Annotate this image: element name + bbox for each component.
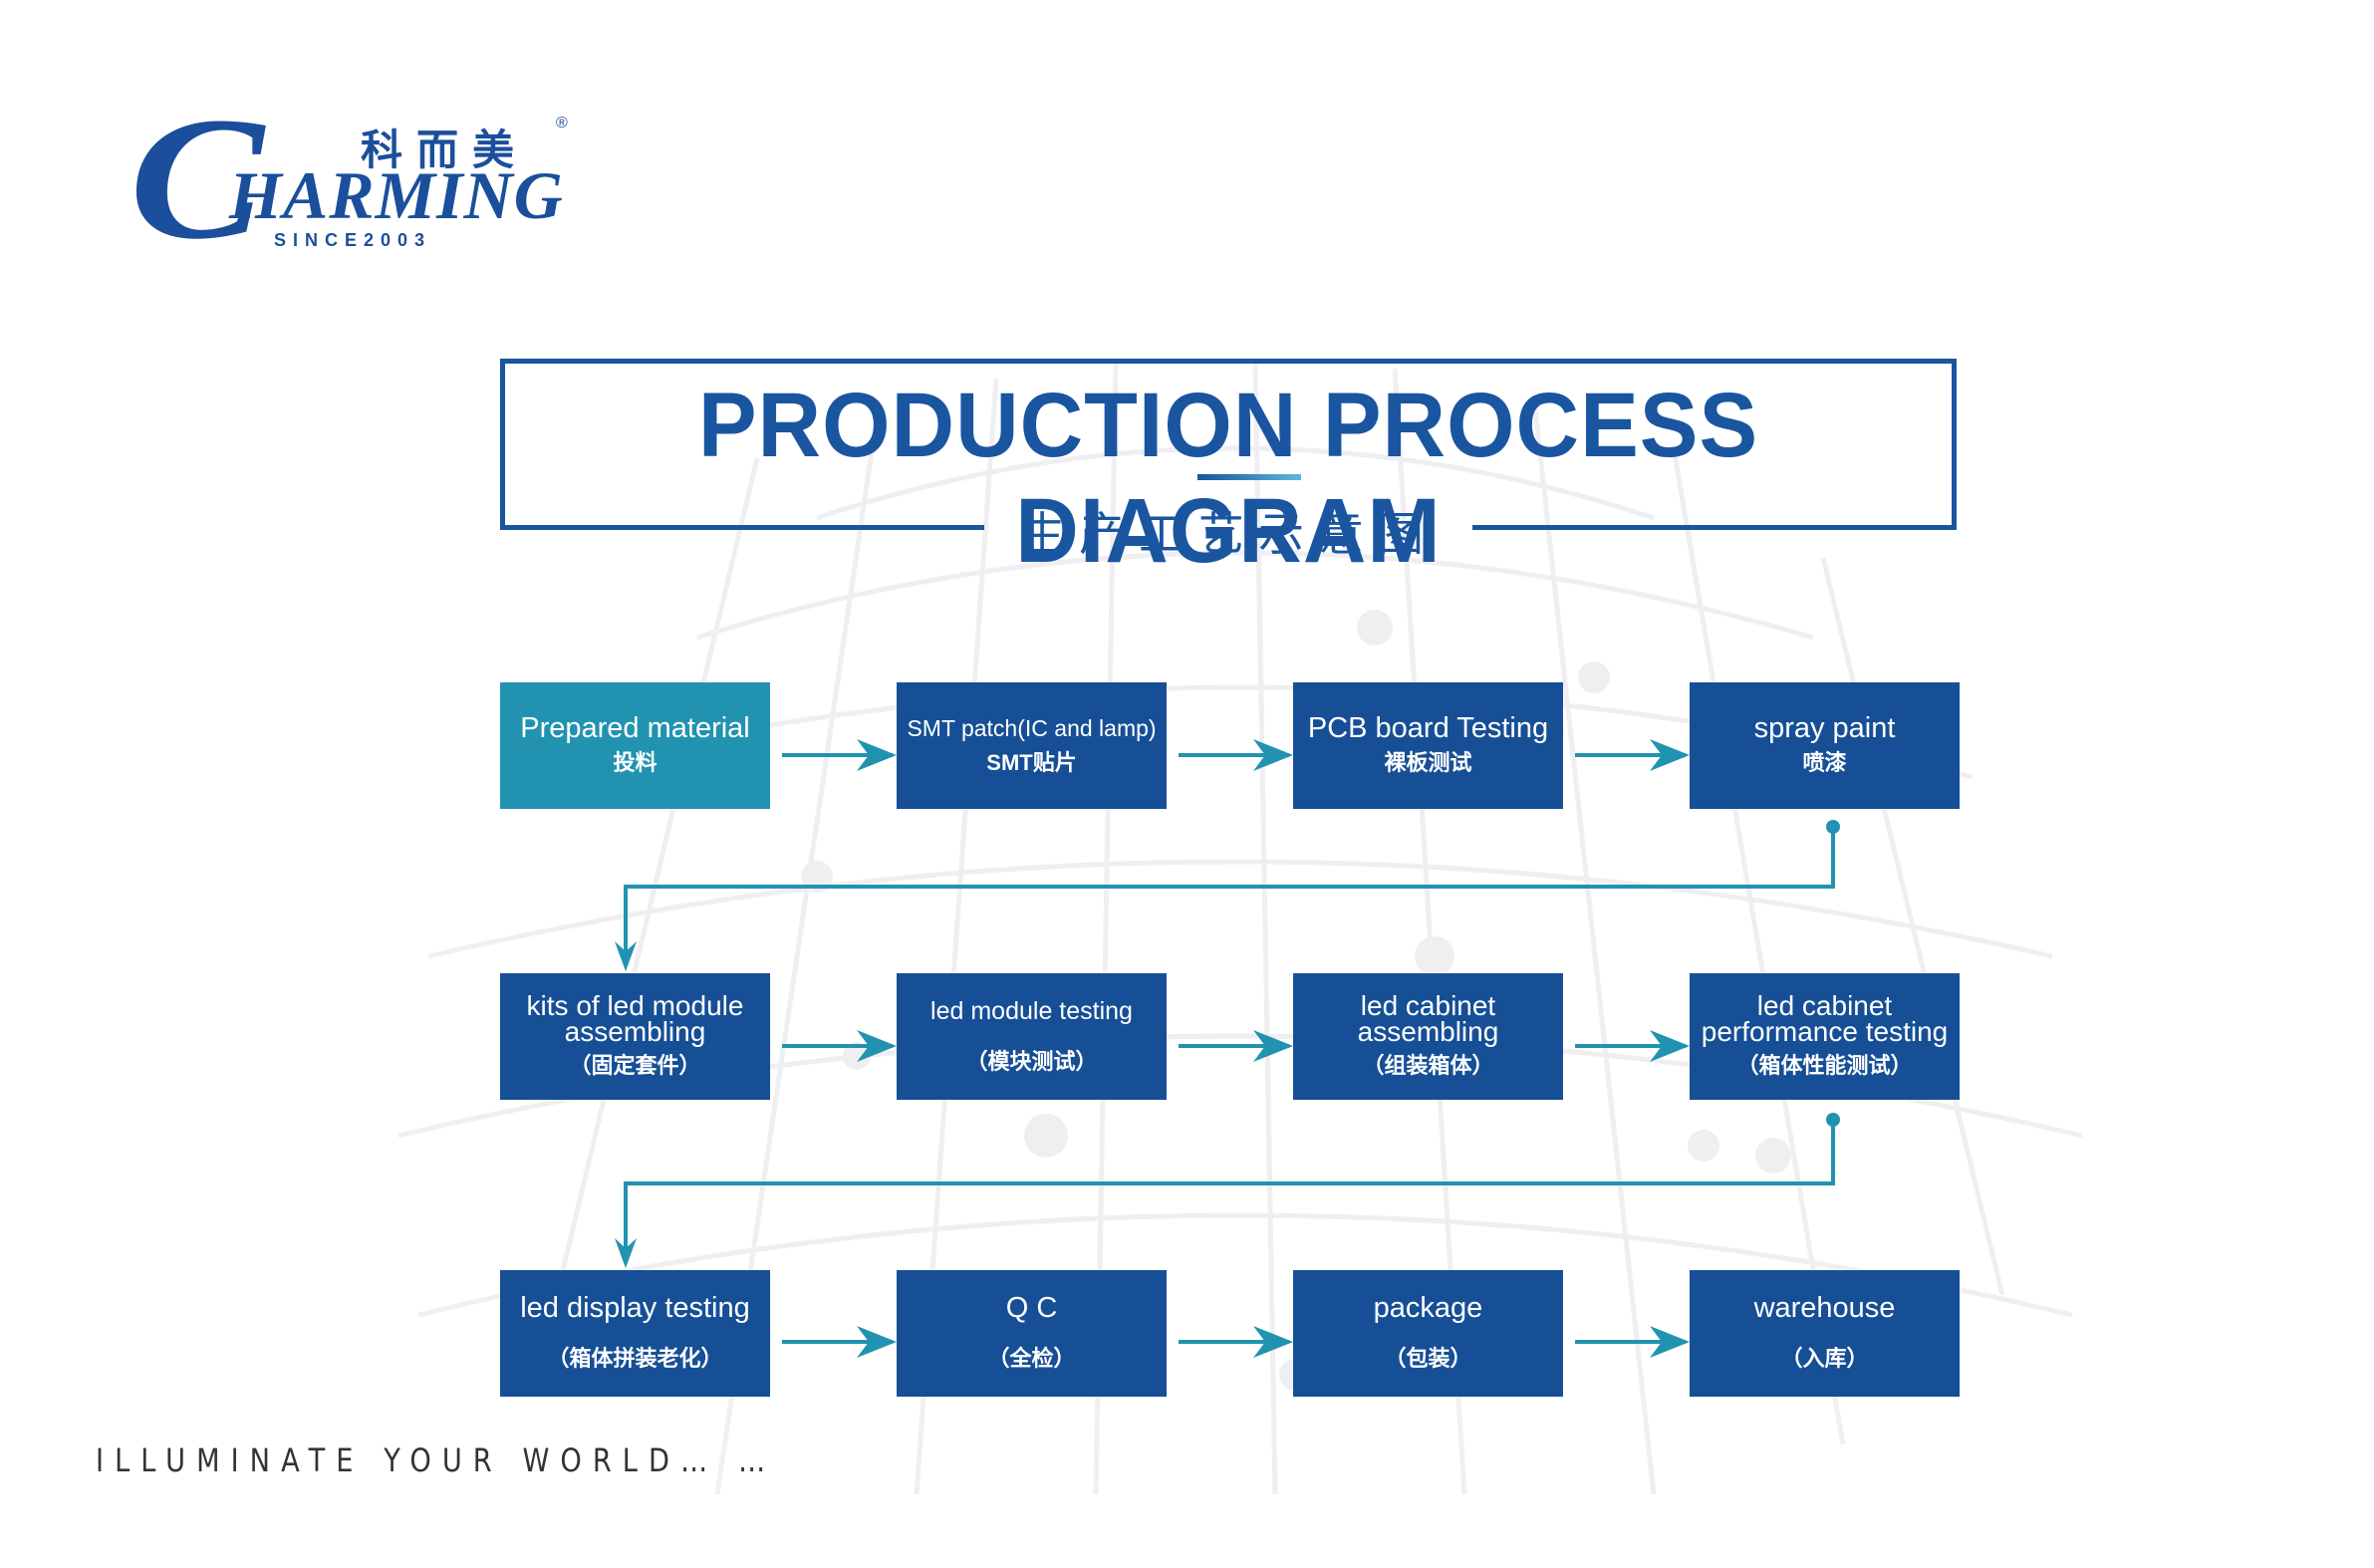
step-label-en: led cabinet assembling [1357, 989, 1499, 1047]
step-label-cn: （包装） [1384, 1345, 1472, 1371]
step-label-cn: （全检） [987, 1345, 1076, 1371]
step-spray-paint: spray paint 喷漆 [1690, 682, 1960, 809]
step-package: package （包装） [1293, 1270, 1563, 1397]
logo-wordmark: HARMING [229, 157, 564, 233]
step-label-en: kits of led module assembling [526, 989, 744, 1047]
flow-arrows [782, 739, 1690, 1358]
step-label-cn: SMT贴片 [986, 749, 1077, 775]
step-led-cabinet-performance-testing: led cabinet performance testing （箱体性能测试） [1690, 973, 1960, 1100]
frame-border-bottom-right [1472, 525, 1957, 530]
step-label-en: Prepared material [520, 711, 750, 744]
step-label-cn: （固定套件） [569, 1052, 701, 1078]
step-warehouse: warehouse （入库） [1690, 1270, 1960, 1397]
slogan: ILLUMINATE YOUR WORLD… … [96, 1441, 777, 1479]
step-led-display-testing: led display testing （箱体拼装老化） [500, 1270, 770, 1397]
step-led-module-testing: led module testing （模块测试） [897, 973, 1167, 1100]
page-subtitle-cn: 生产工艺示意图 [1019, 507, 1438, 561]
title-accent-bar [1197, 474, 1301, 480]
frame-border-left [500, 359, 505, 530]
title-frame: PRODUCTION PROCESS DIAGRAM 生产工艺示意图 [500, 359, 1957, 582]
step-label-cn: （入库） [1780, 1345, 1869, 1371]
down-arrow-head [615, 1238, 637, 1268]
step-label-cn: （箱体性能测试） [1736, 1052, 1913, 1078]
registered-mark: ® [556, 115, 568, 131]
wrap-connector-2 [615, 1113, 1840, 1268]
step-kits-led-module-assembling: kits of led module assembling （固定套件） [500, 973, 770, 1100]
charming-logo: C HARMING 科而美 ® SINCE2003 [130, 82, 568, 276]
step-label-en: SMT patch(IC and lamp) [907, 714, 1157, 741]
step-label-cn: （组装箱体） [1362, 1052, 1494, 1078]
step-label-cn: 裸板测试 [1384, 749, 1472, 775]
step-label-en: PCB board Testing [1307, 711, 1549, 744]
step-label-en: led display testing [520, 1291, 750, 1324]
wrap-connector-1 [615, 820, 1840, 971]
logo-since: SINCE2003 [274, 230, 432, 250]
step-label-en: spray paint [1753, 711, 1896, 744]
step-label-en: Q C [1005, 1291, 1058, 1324]
step-label-cn: （模块测试） [965, 1048, 1098, 1074]
frame-border-right [1952, 359, 1957, 530]
step-label-en: led module testing [930, 996, 1133, 1025]
step-prepared-material: Prepared material 投料 [500, 682, 770, 809]
step-label-en: package [1373, 1291, 1483, 1324]
step-qc: Q C （全检） [897, 1270, 1167, 1397]
step-label-cn: （箱体拼装老化） [547, 1345, 723, 1371]
frame-border-top [500, 359, 1957, 364]
step-label-cn: 投料 [613, 749, 658, 775]
step-pcb-board-testing: PCB board Testing 裸板测试 [1293, 682, 1563, 809]
step-led-cabinet-assembling: led cabinet assembling （组装箱体） [1293, 973, 1563, 1100]
logo-chinese-name: 科而美 [361, 127, 529, 173]
step-label-cn: 喷漆 [1802, 749, 1847, 775]
logo-letter-c: C [130, 82, 264, 276]
step-label-en: led cabinet performance testing [1701, 989, 1949, 1047]
down-arrow-head [615, 941, 637, 971]
step-label-en: warehouse [1753, 1291, 1896, 1324]
step-smt-patch: SMT patch(IC and lamp) SMT贴片 [897, 682, 1167, 809]
page-title: PRODUCTION PROCESS DIAGRAM [697, 373, 1759, 582]
frame-border-bottom-left [500, 525, 984, 530]
